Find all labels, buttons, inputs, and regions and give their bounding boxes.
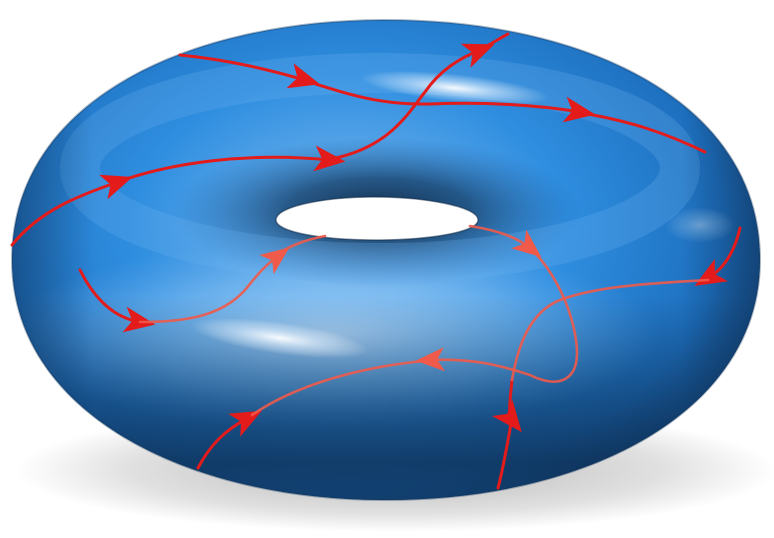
trajectory-line bbox=[10, 174, 133, 247]
trajectory-line bbox=[270, 234, 327, 260]
trajectories-faded bbox=[138, 224, 710, 417]
trajectory-line bbox=[694, 226, 742, 286]
trajectory-line bbox=[138, 247, 290, 324]
torus-hole bbox=[275, 196, 479, 241]
trajectories-front bbox=[10, 32, 742, 490]
trajectory-line bbox=[78, 268, 156, 333]
trajectory-line bbox=[510, 278, 710, 382]
trajectory-line bbox=[496, 416, 514, 490]
front-highlight bbox=[190, 317, 370, 359]
trajectory-line bbox=[110, 145, 346, 186]
trajectory-line bbox=[573, 110, 707, 154]
trajectory-line bbox=[323, 43, 495, 162]
trajectory-line bbox=[415, 243, 579, 383]
top-highlight bbox=[360, 70, 550, 106]
trajectory-line bbox=[298, 77, 596, 123]
trajectory-line bbox=[473, 32, 510, 54]
trajectory-line bbox=[178, 53, 320, 89]
trajectory-line bbox=[196, 410, 262, 470]
trajectory-line bbox=[250, 358, 437, 417]
